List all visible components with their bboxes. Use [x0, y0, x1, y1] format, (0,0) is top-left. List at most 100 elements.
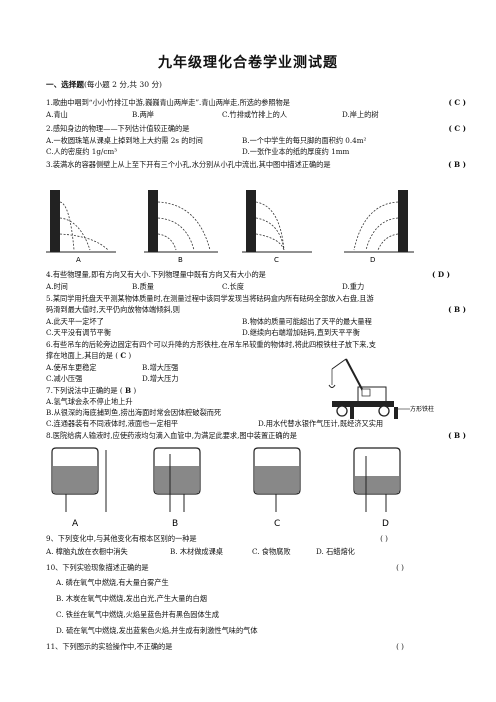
figure-8c-label: C	[274, 519, 280, 528]
question-1-text: 1.歌曲中唱到“小小竹排江中游,巍巍青山两岸走”.青山两岸走,所选的参照物是	[46, 98, 290, 107]
q5-option-c: C.天平没有调节平衡	[46, 328, 112, 337]
page-title: 九年级理化合卷学业测试题	[158, 55, 338, 71]
q4-option-b: B.质量	[132, 282, 154, 291]
q4-option-c: C.长度	[222, 282, 244, 291]
q6-option-d: D.增大压力	[142, 374, 179, 383]
q5-option-b: B.物体的质量可能超出了天平的最大量程	[242, 317, 372, 326]
question-7-text: 7.下列说法中正确的是 (	[46, 386, 123, 395]
question-4-answer: ( D )	[431, 270, 450, 279]
q1-option-a: A.青山	[46, 110, 68, 119]
question-4: 4.有些物理量,即有方向又有大小.下列物理量中既有方向又有大小的是 ( D )	[46, 270, 466, 280]
figure-3c-label: C	[274, 256, 279, 264]
q7-option-b: B.从很深的海底捕到鱼,捞出海面时常会因体腔破裂而死	[46, 408, 222, 417]
figure-3a-label: A	[76, 256, 81, 264]
question-1-options: A.青山 B.两岸 C.竹排或竹排上的人 D.岸上的树	[46, 110, 466, 120]
question-3-answer: ( B )	[448, 160, 466, 169]
question-4-text: 4.有些物理量,即有方向又有大小.下列物理量中既有方向又有大小的是	[46, 270, 266, 279]
question-11-text: 11、下列图示的实验操作中,不正确的是	[46, 642, 173, 651]
q2-option-c: C.人的密度约 1g/cm³	[46, 147, 118, 156]
q7-option-d: D.用水代替水银作气压计,既经济又实用	[258, 419, 384, 428]
q1-option-d: D.岸上的树	[342, 110, 379, 119]
question-7-answer: B	[124, 386, 132, 395]
question-8-text: 8.医院给病人输液时,应使药液均匀滴入血管中,为满足此要求,图中装置正确的是	[46, 431, 297, 440]
question-3: 3.装满水的容器侧壁上从上至下开有三个小孔,水分别从小孔中流出,其中图中描述正确…	[46, 160, 466, 170]
question-6-line1: 6.有些吊车的后轮旁边固定有四个可以升降的方形铁柱,在吊车吊较重的物体时,将此四…	[46, 340, 376, 349]
q7-option-c: C.连通器装有不同液体时,液面也一定相平	[46, 419, 179, 428]
section-label: 一、选择题	[46, 80, 84, 89]
figure-8b-label: B	[172, 519, 178, 528]
question-5-text: 码滑到最大值时,天平仍向放物体端倾斜,则	[46, 305, 180, 314]
question-1: 1.歌曲中唱到“小小竹排江中游,巍巍青山两岸走”.青山两岸走,所选的参照物是 (…	[46, 98, 466, 108]
question-9: 9、下列变化中,与其他变化有根本区别的一种是 ( )	[46, 534, 388, 544]
crane-figure: 方形铁柱	[328, 358, 434, 419]
q4-option-a: A.时间	[46, 282, 68, 291]
question-11-answer: ( )	[396, 642, 404, 651]
question-2-text: 2.感知身边的物理——下列估计值较正确的是	[46, 124, 190, 133]
question-9-options: A. 樟脑丸放在衣橱中消失 B. 木材做成课桌 C. 食物腐败 D. 石蜡熔化	[46, 547, 466, 557]
infusion-figures: A B C D	[51, 447, 401, 528]
question-8: 8.医院给病人输液时,应使药液均匀滴入血管中,为满足此要求,图中装置正确的是 (…	[46, 431, 466, 441]
crane-figure-label: 方形铁柱	[410, 405, 434, 413]
figure-3d-label: D	[370, 256, 375, 264]
q1-option-c: C.竹排或竹排上的人	[222, 110, 288, 119]
question-5-line1: 5.某同学用托盘天平测某物体质量时,在测量过程中该同学发现当将砝码盒内所有砝码全…	[46, 294, 374, 303]
q1-option-b: B.两岸	[132, 110, 154, 119]
q9-option-c: C. 食物腐败	[252, 547, 291, 556]
question-7: 7.下列说法中正确的是 ( B )	[46, 386, 466, 396]
question-4-options: A.时间 B.质量 C.长度 D.重力	[46, 282, 466, 292]
q6-option-a: A.使吊车更稳定	[46, 363, 97, 372]
q5-option-d: D.继续向右端增加砝码,直到天平平衡	[242, 328, 360, 337]
figure-8d: D	[353, 447, 401, 528]
question-9-text: 9、下列变化中,与其他变化有根本区别的一种是	[46, 534, 197, 543]
figure-8d-label: D	[382, 519, 389, 528]
q5-option-a: A.此天平一定坏了	[46, 317, 104, 326]
q10-option-b: B. 木炭在氧气中燃烧,发出白光,产生大量的白烟	[56, 594, 207, 603]
figure-3b: B	[144, 190, 218, 264]
figure-8b: B	[153, 447, 201, 528]
question-6-options-row2: C.减小压强 D.增大压力	[46, 374, 296, 384]
q2-option-d: D.一张作业本的纸的厚度约 1mm	[242, 147, 350, 156]
question-10-answer: ( )	[396, 563, 404, 572]
figure-3c: C	[242, 190, 312, 264]
question-6-line2: 撑在地面上,其目的是 ( C )	[46, 351, 466, 361]
water-jet-figures: A B C D	[46, 190, 414, 264]
q6-option-b: B.增大压强	[142, 363, 179, 372]
question-10: 10、下列实验现象描述正确的是 ( )	[46, 563, 404, 573]
question-5-options-row2: C.天平没有调节平衡 D.继续向右端增加砝码,直到天平平衡	[46, 328, 466, 338]
figure-3a: A	[46, 190, 116, 264]
question-11: 11、下列图示的实验操作中,不正确的是 ( )	[46, 642, 404, 652]
q2-option-a: A.一枚圆珠笔从课桌上掉到地上大约需 2s 的时间	[46, 136, 203, 145]
q6-option-c: C.减小压强	[46, 374, 83, 383]
figure-8a: A	[51, 447, 107, 528]
question-5-options-row1: A.此天平一定坏了 B.物体的质量可能超出了天平的最大量程	[46, 317, 466, 327]
question-6-answer: C	[120, 351, 127, 360]
question-2-options-row2: C.人的密度约 1g/cm³ D.一张作业本的纸的厚度约 1mm	[46, 147, 466, 157]
question-6-text-end: )	[128, 351, 132, 360]
figure-3d: D	[344, 190, 414, 264]
question-2: 2.感知身边的物理——下列估计值较正确的是 ( C )	[46, 124, 466, 134]
q10-option-a: A. 磷在氧气中燃烧,有大量白雾产生	[56, 578, 169, 587]
q9-option-d: D. 石蜡熔化	[316, 547, 355, 556]
q2-option-b: B.一个中学生的每只脚的面积约 0.4m²	[242, 136, 367, 145]
question-9-answer: ( )	[380, 534, 388, 543]
question-3-text: 3.装满水的容器侧壁上从上至下开有三个小孔,水分别从小孔中流出,其中图中描述正确…	[46, 160, 331, 169]
question-5-answer: ( B )	[448, 305, 466, 314]
question-1-answer: ( C )	[448, 98, 466, 107]
question-2-answer: ( C )	[448, 124, 466, 133]
q9-option-a: A. 樟脑丸放在衣橱中消失	[46, 547, 128, 556]
section-heading: 一、选择题(每小题 2 分,共 30 分)	[46, 80, 466, 90]
question-7-text-end: )	[133, 386, 137, 395]
figure-8c: C	[253, 447, 301, 528]
question-5-line2: 码滑到最大值时,天平仍向放物体端倾斜,则 ( B )	[46, 305, 466, 315]
q10-option-d: D. 硫在氧气中燃烧,发出蓝紫色火焰,并生成有刺激性气味的气体	[56, 626, 258, 635]
question-7-options-row: C.连通器装有不同液体时,液面也一定相平 D.用水代替水银作气压计,既经济又实用	[46, 419, 466, 429]
question-8-answer: ( B )	[448, 431, 466, 440]
question-10-text: 10、下列实验现象描述正确的是	[46, 563, 149, 572]
q9-option-b: B. 木材做成课桌	[170, 547, 223, 556]
question-6-options-row1: A.使吊车更稳定 B.增大压强	[46, 363, 296, 373]
q7-option-a: A.氢气球会永不停止地上升	[46, 397, 133, 406]
figure-8a-label: A	[72, 519, 79, 528]
question-2-options-row1: A.一枚圆珠笔从课桌上掉到地上大约需 2s 的时间 B.一个中学生的每只脚的面积…	[46, 136, 466, 146]
q10-option-c: C. 铁丝在氧气中燃烧,火焰呈蓝色并有黑色固体生成	[56, 610, 220, 619]
